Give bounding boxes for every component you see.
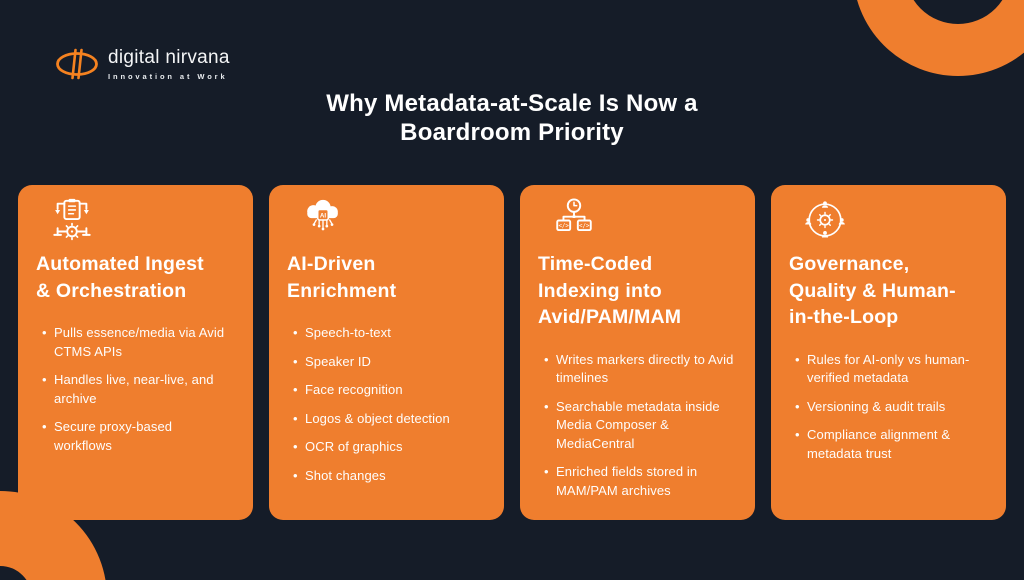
card-title: Automated Ingest& Orchestration — [36, 253, 204, 302]
card-bullet-list: Pulls essence/media via Avid CTMS APIsHa… — [36, 324, 233, 455]
cards-row: Automated Ingest& Orchestration Pulls es… — [18, 185, 1006, 520]
card-bullet: OCR of graphics — [293, 438, 484, 457]
ai-cloud-icon: AI — [300, 197, 346, 243]
page-title: Why Metadata-at-Scale Is Now a Boardroom… — [0, 90, 1024, 147]
brand-logo: digital nirvana Innovation at Work — [54, 45, 230, 83]
governance-loop-icon — [802, 197, 848, 243]
decor-ring-top-right-icon — [853, 0, 1024, 76]
ingest-workflow-icon — [49, 197, 95, 243]
card-bullet: Handles live, near-live, and archive — [42, 371, 233, 408]
brand-logo-icon — [54, 45, 100, 83]
card-bullet-list: Speech-to-textSpeaker ID Face recognition… — [287, 324, 484, 485]
card-bullet: Compliance alignment & metadata trust — [795, 426, 986, 463]
page-title-line-1: Why Metadata-at-Scale Is Now a — [326, 90, 698, 117]
svg-text:</>: </> — [579, 223, 590, 229]
card-title: Governance,Quality & Human-in-the-Loop — [789, 253, 956, 328]
card-bullet: Logos & object detection — [293, 410, 484, 429]
brand-tagline: Innovation at Work — [108, 72, 228, 81]
svg-text:</>: </> — [558, 223, 569, 229]
card-bullet: Enriched fields stored in MAM/PAM archiv… — [544, 463, 735, 500]
timecode-indexing-icon: </> </> — [551, 197, 597, 243]
feature-card: Governance,Quality & Human-in-the-Loop R… — [771, 185, 1006, 520]
card-bullet: Searchable metadata inside Media Compose… — [544, 398, 735, 454]
feature-card: Automated Ingest& Orchestration Pulls es… — [18, 185, 253, 520]
card-bullet: Rules for AI-only vs human-verified meta… — [795, 351, 986, 388]
card-bullet: Writes markers directly to Avid timeline… — [544, 351, 735, 388]
card-bullet: Speaker ID — [293, 353, 484, 372]
card-bullet: Shot changes — [293, 467, 484, 486]
card-bullet: Speech-to-text — [293, 324, 484, 343]
card-bullet: Face recognition — [293, 381, 484, 400]
svg-text:AI: AI — [320, 212, 326, 219]
card-bullet: Pulls essence/media via Avid CTMS APIs — [42, 324, 233, 361]
card-bullet-list: Rules for AI-only vs human-verified meta… — [789, 351, 986, 464]
brand-name: digital nirvana — [108, 47, 230, 68]
card-bullet: Versioning & audit trails — [795, 398, 986, 417]
brand-logo-text: digital nirvana Innovation at Work — [108, 47, 230, 81]
card-bullet: Secure proxy-based workflows — [42, 418, 233, 455]
card-bullet-list: Writes markers directly to Avid timeline… — [538, 351, 735, 501]
page-title-line-2: Boardroom Priority — [400, 118, 624, 146]
